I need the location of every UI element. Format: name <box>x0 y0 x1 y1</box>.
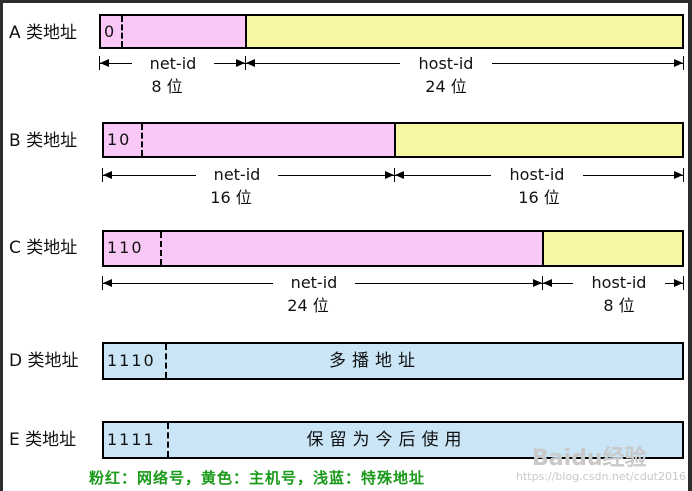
class-b-net-field <box>102 122 396 158</box>
class-c-host-size: 8 位 <box>603 296 635 315</box>
class-b-host-field <box>394 122 684 158</box>
class-e-label: E 类地址 <box>9 430 77 450</box>
class-a-label: A 类地址 <box>9 23 78 43</box>
class-d-prefix-divider <box>165 344 167 378</box>
class-c-net-size: 24 位 <box>287 296 329 315</box>
class-d-multicast-field <box>102 342 684 380</box>
class-b-net-size: 16 位 <box>210 188 252 207</box>
class-a-host-size: 24 位 <box>425 77 467 96</box>
arrow-right-icon <box>236 59 245 67</box>
class-b-tick-mid <box>394 168 395 182</box>
class-b-net-id-label: net-id <box>196 166 278 184</box>
class-a-net-field <box>99 14 247 49</box>
arrow-left-icon <box>103 171 112 179</box>
arrow-right-icon <box>674 279 683 287</box>
class-c-net-id-label: net-id <box>273 274 355 292</box>
class-c-tick-mid <box>542 276 543 290</box>
baidu-watermark: Baidu经验 <box>532 446 647 471</box>
class-a-host-id-label: host-id <box>400 55 492 73</box>
class-d-description: 多播地址 <box>329 351 421 371</box>
class-c-prefix-divider <box>160 232 162 265</box>
class-e-description: 保留为今后使用 <box>306 430 468 450</box>
csdn-watermark: https://blog.csdn.net/cdut2016 <box>516 470 686 483</box>
class-c-host-id-label: host-id <box>573 274 665 292</box>
arrow-left-icon <box>395 171 404 179</box>
class-b-label: B 类地址 <box>9 131 78 151</box>
class-a-net-size: 8 位 <box>151 77 183 96</box>
class-c-net-field <box>102 230 544 267</box>
window-frame-left <box>0 0 3 491</box>
class-a-tick-mid <box>245 56 246 70</box>
arrow-right-icon <box>674 59 683 67</box>
arrow-right-icon <box>385 171 394 179</box>
class-d-label: D 类地址 <box>9 351 79 371</box>
class-b-prefix-bits: 10 <box>107 130 132 149</box>
class-e-prefix-bits: 1111 <box>107 430 156 449</box>
arrow-left-icon <box>246 59 255 67</box>
class-a-prefix-bits: 0 <box>104 22 117 41</box>
class-b-host-id-label: host-id <box>491 166 583 184</box>
window-frame-right <box>688 0 692 491</box>
class-c-prefix-bits: 110 <box>107 238 144 257</box>
class-e-reserved-field <box>102 421 684 459</box>
class-a-net-id-label: net-id <box>132 55 214 73</box>
class-b-tick-start <box>102 168 103 182</box>
class-d-prefix-bits: 1110 <box>107 351 156 370</box>
class-c-tick-start <box>102 276 103 290</box>
class-a-host-field <box>245 14 684 49</box>
arrow-right-icon <box>674 171 683 179</box>
window-frame-top <box>0 0 692 3</box>
class-c-label: C 类地址 <box>9 238 78 258</box>
arrow-left-icon <box>543 279 552 287</box>
class-c-host-field <box>542 230 684 267</box>
class-a-tick-start <box>99 56 100 70</box>
class-c-tick-end <box>683 276 684 290</box>
arrow-right-icon <box>533 279 542 287</box>
class-b-prefix-divider <box>141 124 143 156</box>
class-e-prefix-divider <box>167 423 169 457</box>
color-legend: 粉红：网络号，黄色：主机号，浅蓝：特殊地址 <box>89 469 426 487</box>
class-a-prefix-divider <box>121 16 123 47</box>
class-a-tick-end <box>683 56 684 70</box>
arrow-left-icon <box>103 279 112 287</box>
class-b-tick-end <box>683 168 684 182</box>
class-b-host-size: 16 位 <box>518 188 560 207</box>
arrow-left-icon <box>100 59 109 67</box>
